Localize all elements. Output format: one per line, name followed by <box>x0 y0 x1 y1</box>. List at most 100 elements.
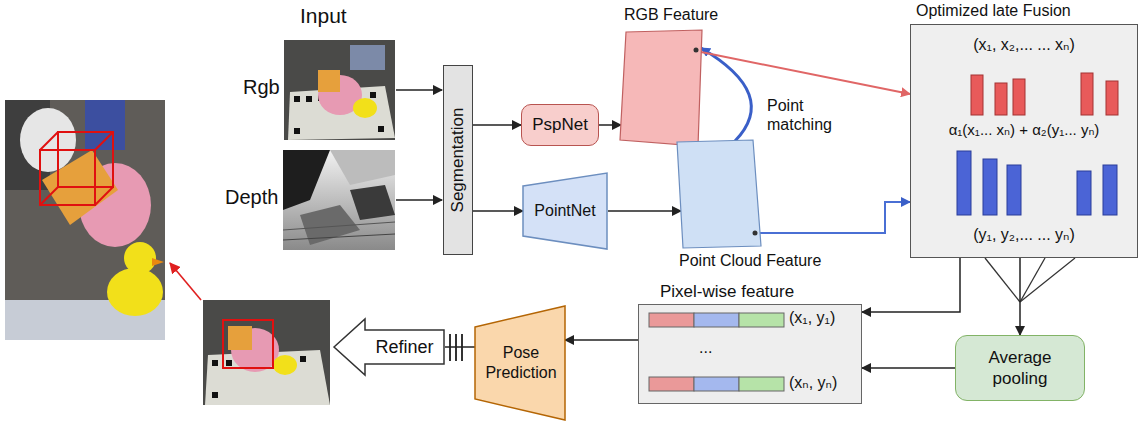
panel-heading: Pixel-wise feature <box>660 282 794 301</box>
feature-plane: Point Cloud Feature <box>675 138 855 274</box>
merge-wire <box>1020 258 1045 302</box>
segmentation-box: Segmentation <box>443 65 473 255</box>
connector <box>473 124 521 126</box>
depth-input-image <box>283 150 395 250</box>
panel-frame: (x₁, y₁)... (xₙ, yₙ) <box>638 304 862 404</box>
text-holder: Input <box>300 4 347 28</box>
text-holder: PointNet <box>522 172 608 250</box>
connector <box>862 367 955 369</box>
text-holder: RGB Feature <box>624 6 718 24</box>
prediction-trapezoid: Pose Prediction <box>474 305 566 421</box>
feature-bar <box>995 83 1007 115</box>
feature-bar <box>1106 81 1118 115</box>
result-photo <box>5 100 165 340</box>
text-holder: Optimized late Fusion <box>916 2 1071 20</box>
node-outline <box>620 6 725 148</box>
node-label: Average pooling <box>962 347 1078 390</box>
node-label: PspNet <box>532 115 588 135</box>
connector <box>608 210 681 212</box>
edge-label: Point matching <box>767 97 832 133</box>
merge-wire <box>1020 258 1075 302</box>
result-pointer <box>170 263 201 300</box>
connector <box>445 346 475 348</box>
merge-wire <box>985 258 1020 302</box>
connector <box>862 258 960 312</box>
plane-shape <box>620 30 702 146</box>
node-outline <box>911 25 1136 256</box>
feature-segment <box>694 313 739 327</box>
text-holder: (x₁, x₂,... ... xₙ) <box>911 35 1137 54</box>
feature-bar <box>983 159 997 215</box>
feature-bar <box>1077 171 1091 215</box>
panel-frame: (x₁, x₂,... ... xₙ) α₁(x₁... xₙ) + α₂(y₁.… <box>910 24 1138 258</box>
feature-bar <box>1013 79 1025 115</box>
text-holder: Depth <box>225 186 278 209</box>
figure-label: Rgb <box>243 76 280 98</box>
refiner-arrow: Refiner <box>333 318 445 376</box>
feature-segment <box>649 313 694 327</box>
text-holder: Average pooling <box>962 336 1078 400</box>
text-holder: Segmentation <box>448 108 468 213</box>
text-holder: Pixel-wise feature <box>660 282 794 302</box>
network-trapezoid: PointNet <box>522 172 608 250</box>
connector <box>760 202 910 233</box>
text-holder: (y₁, y₂,... ... yₙ) <box>911 225 1137 244</box>
formula-text: α₁(x₁... xₙ) + α₂(y₁... yₙ) <box>949 121 1100 138</box>
network-box: PspNet <box>521 104 599 146</box>
rgb-input-image <box>284 40 395 140</box>
connector <box>701 48 751 141</box>
panel-heading: Optimized late Fusion <box>916 2 1071 19</box>
text-holder: Rgb <box>243 76 280 99</box>
node-label: Segmentation <box>448 108 467 213</box>
figure-label: Input <box>300 4 347 27</box>
feature-plane: RGB Feature <box>620 6 725 148</box>
node-label: Pose Prediction <box>480 343 562 383</box>
text-holder: Refiner <box>366 330 443 364</box>
feature-segment <box>739 377 784 391</box>
text-holder: Pose Prediction <box>480 305 562 421</box>
text-holder: Point matching <box>767 96 857 134</box>
node-label: Refiner <box>375 337 433 358</box>
text-holder: (xₙ, yₙ) <box>789 373 837 392</box>
plane-heading: RGB Feature <box>624 6 718 23</box>
feature-bar <box>1081 73 1093 115</box>
connector <box>473 210 523 212</box>
text-holder: PspNet <box>522 105 598 145</box>
connector <box>701 52 910 94</box>
trapezoid-shape <box>523 173 607 249</box>
input-wire <box>396 89 442 91</box>
text-holder: Point Cloud Feature <box>679 252 821 270</box>
plane-shape <box>677 140 761 248</box>
feature-panel: Pixel-wise feature (x₁, y₁)... (xₙ, yₙ) <box>638 282 862 404</box>
formula-text: (x₁, x₂,... ... xₙ) <box>973 36 1075 53</box>
pooling-box: Average pooling <box>955 335 1085 401</box>
fusion-panel: Optimized late Fusion (x₁, x₂,... ... xₙ)… <box>910 2 1138 258</box>
node-label: PointNet <box>534 202 595 220</box>
text-holder: α₁(x₁... xₙ) + α₂(y₁... yₙ) <box>911 121 1137 139</box>
row-label: (xₙ, yₙ) <box>789 374 837 391</box>
feature-segment <box>739 313 784 327</box>
plane-heading: Point Cloud Feature <box>679 252 821 269</box>
feature-segment <box>694 377 739 391</box>
node-outline <box>474 305 566 421</box>
match-point <box>694 48 699 53</box>
feature-segment <box>649 377 694 391</box>
connector <box>1019 258 1021 335</box>
arrow-shape <box>334 319 444 375</box>
feature-bar <box>1007 165 1021 215</box>
result-thumbnail <box>203 300 330 405</box>
input-wire <box>396 199 442 201</box>
figure-label: Depth <box>225 186 278 208</box>
row-label: (x₁, y₁) <box>789 309 835 326</box>
connector <box>565 339 638 341</box>
row-label: ... <box>699 339 712 356</box>
feature-bar <box>971 75 983 115</box>
text-holder: ... <box>699 339 712 357</box>
feature-bar <box>957 151 971 215</box>
match-point <box>753 231 758 236</box>
text-holder: (x₁, y₁) <box>789 309 835 327</box>
formula-text: (y₁, y₂,... ... yₙ) <box>973 226 1075 243</box>
feature-bar <box>1103 165 1117 215</box>
trapezoid-shape <box>475 306 565 420</box>
